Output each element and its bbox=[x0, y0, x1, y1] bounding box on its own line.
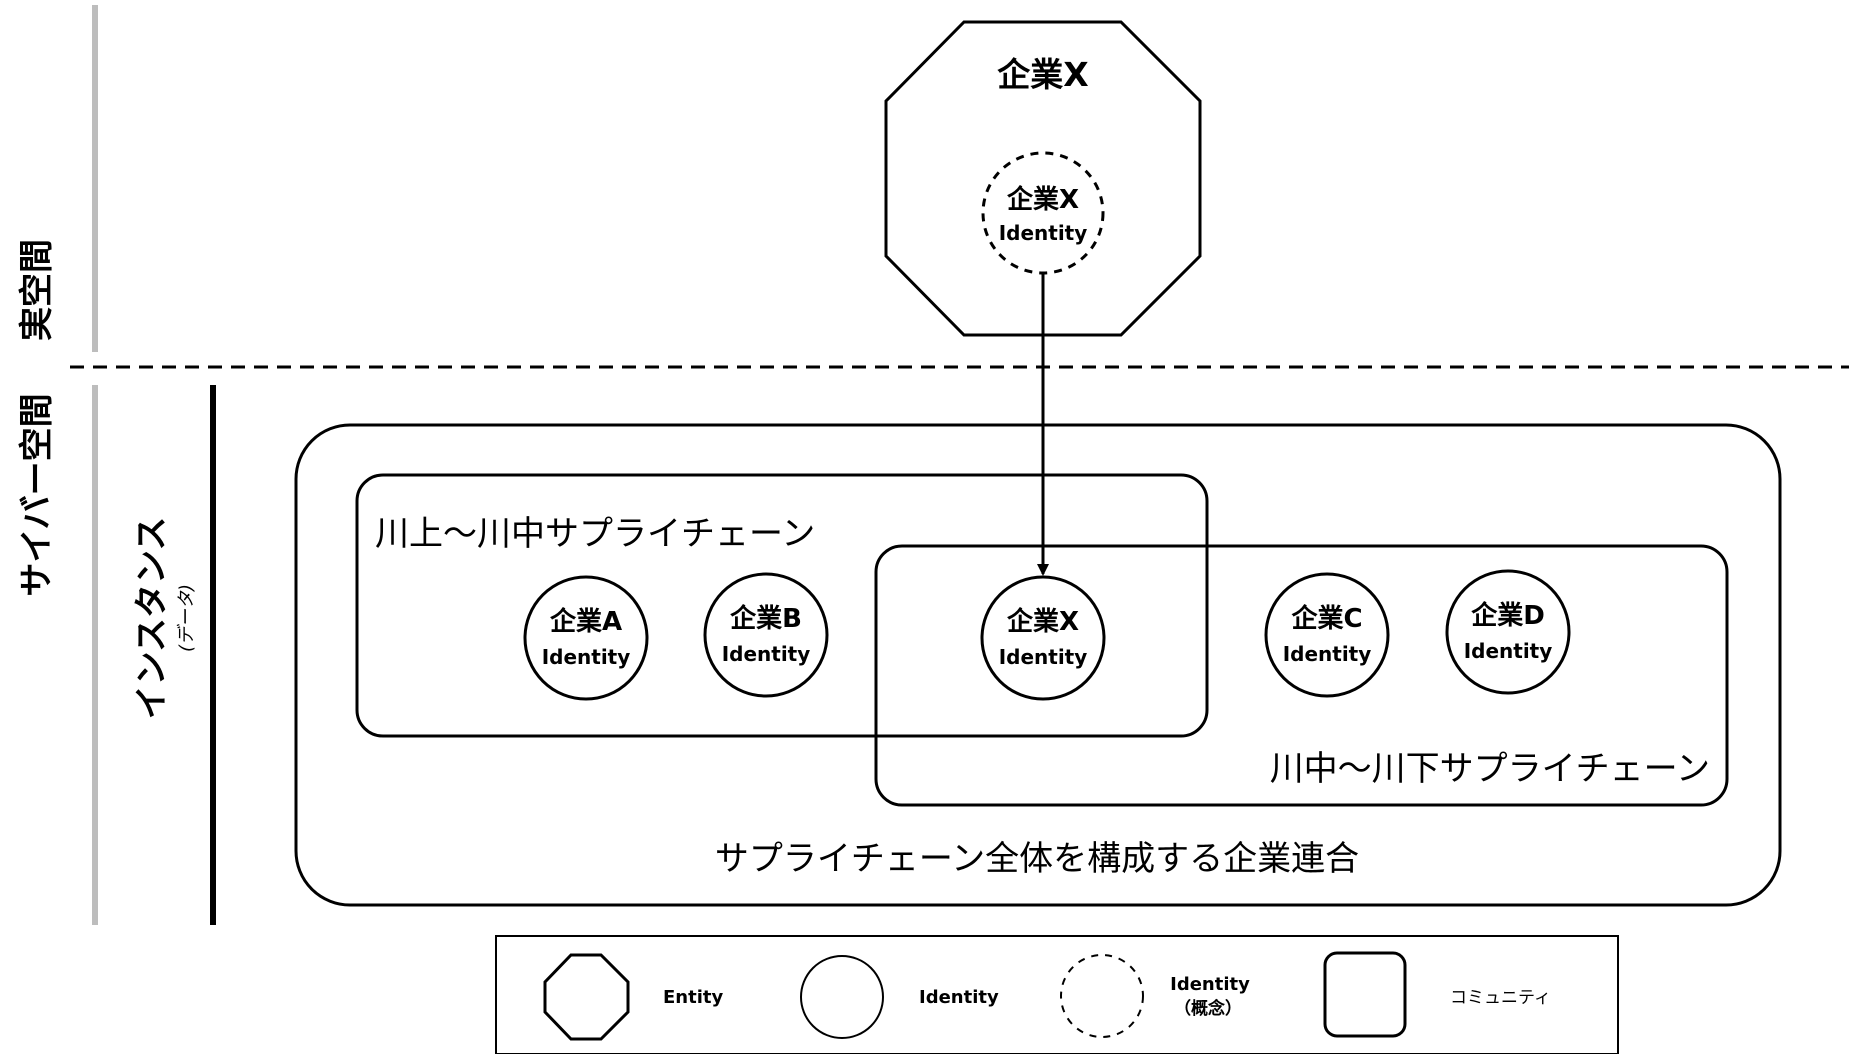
identity-concept-x-name: 企業X bbox=[1007, 184, 1079, 215]
upstream-mid-community-box bbox=[355, 473, 1209, 738]
real-space-label: 実空間 bbox=[17, 239, 57, 341]
federation-community-box bbox=[294, 423, 1782, 907]
identity-b-sub: Identity bbox=[722, 642, 811, 666]
legend-identity-label: Identity bbox=[919, 987, 999, 1008]
identity-x-name: 企業X bbox=[1007, 606, 1079, 637]
identity-node-b: 企業B Identity bbox=[703, 572, 829, 698]
mid-downstream-community-box bbox=[874, 544, 1729, 807]
instance-sub-label: (データ) bbox=[176, 584, 197, 652]
identity-d-circle bbox=[1445, 569, 1571, 695]
identity-node-c: 企業C Identity bbox=[1264, 572, 1390, 698]
identity-node-d: 企業D Identity bbox=[1445, 569, 1571, 695]
identity-concept-x-sub: Identity bbox=[999, 221, 1088, 245]
upstream-mid-label: 川上～川中サプライチェーン bbox=[375, 514, 815, 554]
legend-identity-concept-sub: （概念） bbox=[1174, 998, 1242, 1019]
identity-c-sub: Identity bbox=[1283, 642, 1372, 666]
federation-label: サプライチェーン全体を構成する企業連合 bbox=[715, 839, 1359, 879]
identity-b-name: 企業B bbox=[730, 603, 802, 634]
identity-c-name: 企業C bbox=[1291, 603, 1362, 634]
cyber-space-label: サイバー空間 bbox=[17, 393, 57, 596]
identity-d-sub: Identity bbox=[1464, 639, 1553, 663]
identity-c-circle bbox=[1264, 572, 1390, 698]
legend-identity-concept-icon bbox=[1060, 954, 1144, 1038]
identity-d-name: 企業D bbox=[1471, 600, 1545, 631]
legend-identity-icon bbox=[800, 955, 884, 1039]
mid-downstream-label: 川中～川下サプライチェーン bbox=[1270, 749, 1710, 789]
identity-concept-x-circle bbox=[981, 151, 1105, 275]
identity-x-circle bbox=[980, 575, 1106, 701]
legend-box bbox=[495, 935, 1619, 1054]
legend-community-label: コミュニティ bbox=[1450, 988, 1551, 1008]
identity-a-sub: Identity bbox=[542, 645, 631, 669]
identity-b-circle bbox=[703, 572, 829, 698]
identity-x-sub: Identity bbox=[999, 645, 1088, 669]
legend-entity-icon bbox=[543, 953, 630, 1041]
entity-x-title: 企業X bbox=[997, 55, 1088, 94]
identity-node-a: 企業A Identity bbox=[523, 575, 649, 701]
identity-a-name: 企業A bbox=[550, 606, 622, 637]
legend-entity-label: Entity bbox=[663, 987, 723, 1008]
instance-label: インスタンス bbox=[132, 517, 172, 720]
identity-node-x: 企業X Identity bbox=[980, 575, 1106, 701]
legend-identity-concept-label: Identity bbox=[1170, 974, 1250, 995]
identity-a-circle bbox=[523, 575, 649, 701]
legend-community-icon bbox=[1323, 951, 1407, 1038]
